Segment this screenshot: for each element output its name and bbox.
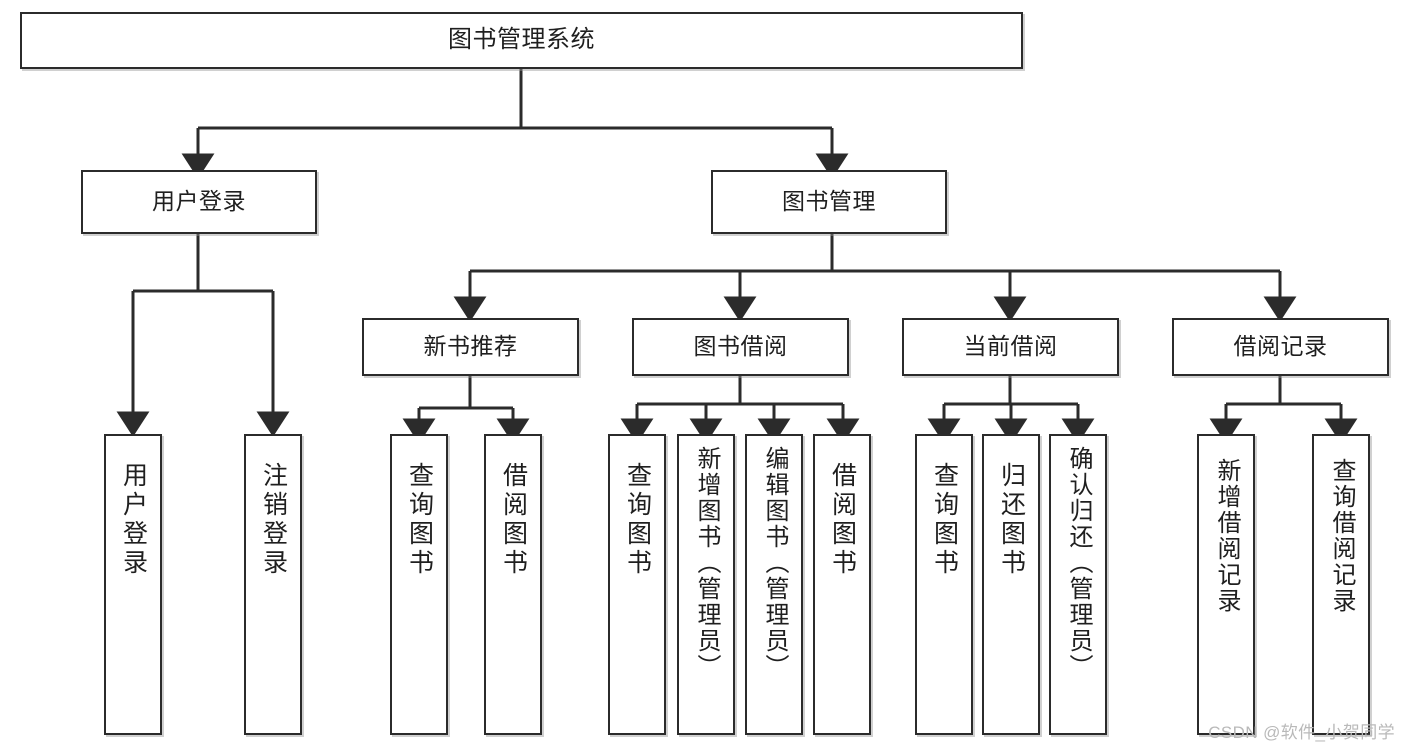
node-leaf-return-book[interactable]: 归还图书	[982, 434, 1040, 735]
node-user-login-label: 用户登录	[152, 188, 246, 215]
node-book-manage-label: 图书管理	[782, 188, 876, 215]
node-leaf-user-login[interactable]: 用户登录	[104, 434, 162, 735]
node-user-login[interactable]: 用户登录	[81, 170, 317, 234]
node-book-borrow[interactable]: 图书借阅	[632, 318, 849, 376]
node-leaf-borrow-book-2-label: 借阅图书	[828, 462, 857, 578]
node-borrow-record[interactable]: 借阅记录	[1172, 318, 1389, 376]
node-leaf-query-book-3-label: 查询图书	[930, 462, 959, 578]
node-leaf-query-record[interactable]: 查询借阅记录	[1312, 434, 1370, 735]
node-leaf-return-book-label: 归还图书	[997, 462, 1026, 578]
node-leaf-add-book-label: 新增图书（管理员）	[693, 446, 720, 680]
node-leaf-confirm-return-label: 确认归还（管理员）	[1065, 446, 1092, 680]
csdn-watermark: CSDN @软件_小贺同学	[1208, 723, 1395, 742]
node-book-borrow-label: 图书借阅	[693, 333, 788, 360]
node-leaf-add-record-label: 新增借阅记录	[1213, 458, 1240, 614]
node-root-label: 图书管理系统	[448, 26, 595, 54]
node-leaf-confirm-return[interactable]: 确认归还（管理员）	[1049, 434, 1107, 735]
node-leaf-query-book-1-label: 查询图书	[405, 462, 434, 578]
node-book-manage[interactable]: 图书管理	[711, 170, 947, 234]
node-leaf-add-record[interactable]: 新增借阅记录	[1197, 434, 1255, 735]
node-leaf-logout-label: 注销登录	[259, 462, 288, 578]
node-leaf-query-book-2-label: 查询图书	[623, 462, 652, 578]
node-leaf-query-record-label: 查询借阅记录	[1328, 458, 1355, 614]
node-leaf-query-book-3[interactable]: 查询图书	[915, 434, 973, 735]
node-leaf-borrow-book-2[interactable]: 借阅图书	[813, 434, 871, 735]
node-root[interactable]: 图书管理系统	[20, 12, 1023, 69]
node-leaf-logout[interactable]: 注销登录	[244, 434, 302, 735]
node-current-borrow-label: 当前借阅	[963, 333, 1058, 360]
node-new-book-recommend[interactable]: 新书推荐	[362, 318, 579, 376]
node-leaf-add-book[interactable]: 新增图书（管理员）	[677, 434, 735, 735]
node-leaf-edit-book[interactable]: 编辑图书（管理员）	[745, 434, 803, 735]
node-leaf-borrow-book-1-label: 借阅图书	[499, 462, 528, 578]
node-leaf-borrow-book-1[interactable]: 借阅图书	[484, 434, 542, 735]
node-borrow-record-label: 借阅记录	[1233, 333, 1328, 360]
node-leaf-query-book-1[interactable]: 查询图书	[390, 434, 448, 735]
node-leaf-query-book-2[interactable]: 查询图书	[608, 434, 666, 735]
node-leaf-edit-book-label: 编辑图书（管理员）	[761, 446, 788, 680]
node-new-book-recommend-label: 新书推荐	[423, 333, 518, 360]
node-current-borrow[interactable]: 当前借阅	[902, 318, 1119, 376]
node-leaf-user-login-label: 用户登录	[119, 462, 148, 578]
